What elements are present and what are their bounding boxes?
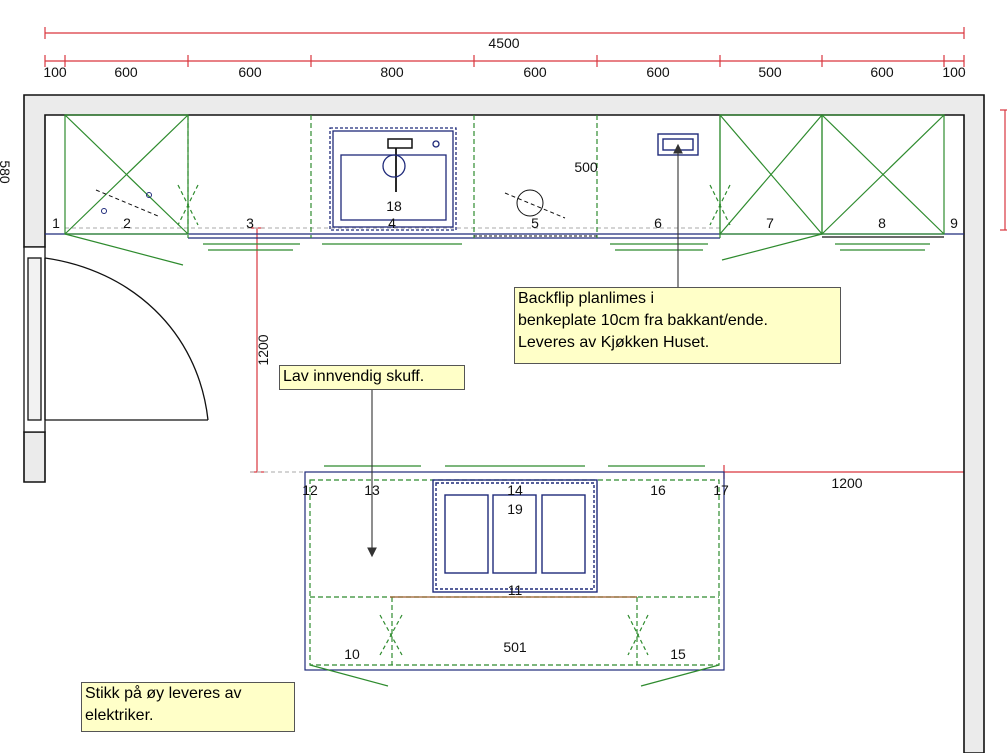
dimension-labels: 4500 100 600 600 800 600 600 500 600 100… <box>0 35 966 491</box>
dim-seg-5: 600 <box>523 64 547 80</box>
segment-ticks <box>44 55 965 67</box>
cab-2: 2 <box>123 215 131 231</box>
dim-seg-9: 100 <box>942 64 966 80</box>
cab-501: 501 <box>503 639 527 655</box>
dim-seg-2: 600 <box>114 64 138 80</box>
dim-seg-1: 100 <box>43 64 67 80</box>
dimension-lines <box>44 27 1007 479</box>
cab-17: 17 <box>713 482 729 498</box>
note-backflip-line-2: benkeplate 10cm fra bakkant/ende. <box>518 312 768 329</box>
dim-seg-8: 600 <box>870 64 894 80</box>
note-socket: Stikk på øy leveres av elektriker. <box>81 682 295 732</box>
note-drawer: Lav innvendig skuff. <box>279 365 465 390</box>
note-backflip-line-3: Leveres av Kjøkken Huset. <box>518 334 710 351</box>
cab-12: 12 <box>302 482 318 498</box>
note-socket-line-1: Stikk på øy leveres av <box>85 685 242 702</box>
dim-left-side: 580 <box>0 160 13 184</box>
dim-seg-4: 800 <box>380 64 404 80</box>
cab-18: 18 <box>386 198 402 214</box>
note-drawer-text: Lav innvendig skuff. <box>283 368 425 385</box>
cab-4: 4 <box>388 215 396 231</box>
leader-lines <box>367 143 683 558</box>
note-socket-line-2: elektriker. <box>85 707 154 724</box>
cab-15: 15 <box>670 646 686 662</box>
cab-5: 5 <box>531 215 539 231</box>
note-backflip-line-1: Backflip planlimes i <box>518 290 655 307</box>
cab-3: 3 <box>246 215 254 231</box>
back-wall-cabinets <box>45 114 964 266</box>
cabinet-2-interior <box>95 189 159 217</box>
dim-seg-7: 500 <box>758 64 782 80</box>
cab-11: 11 <box>508 582 523 598</box>
island <box>250 465 725 687</box>
sink <box>329 127 457 231</box>
cab-6: 6 <box>654 215 662 231</box>
dishwasher <box>474 189 597 237</box>
cab-16: 16 <box>650 482 666 498</box>
cab-7: 7 <box>766 215 774 231</box>
cab-1: 1 <box>52 215 60 231</box>
cab-9: 9 <box>950 215 958 231</box>
island-cooktop <box>432 479 598 593</box>
cab-10: 10 <box>344 646 360 662</box>
dim-seg-6: 600 <box>646 64 670 80</box>
cab-14: 14 <box>507 482 523 498</box>
cab-500: 500 <box>574 159 598 175</box>
note-backflip: Backflip planlimes i benkeplate 10cm fra… <box>514 287 841 364</box>
dim-seg-3: 600 <box>238 64 262 80</box>
dim-depth-gap: 1200 <box>255 334 271 365</box>
dim-island-gap: 1200 <box>831 475 862 491</box>
cab-8: 8 <box>878 215 886 231</box>
door <box>23 246 209 433</box>
dim-total: 4500 <box>488 35 519 51</box>
cab-19: 19 <box>507 501 523 517</box>
